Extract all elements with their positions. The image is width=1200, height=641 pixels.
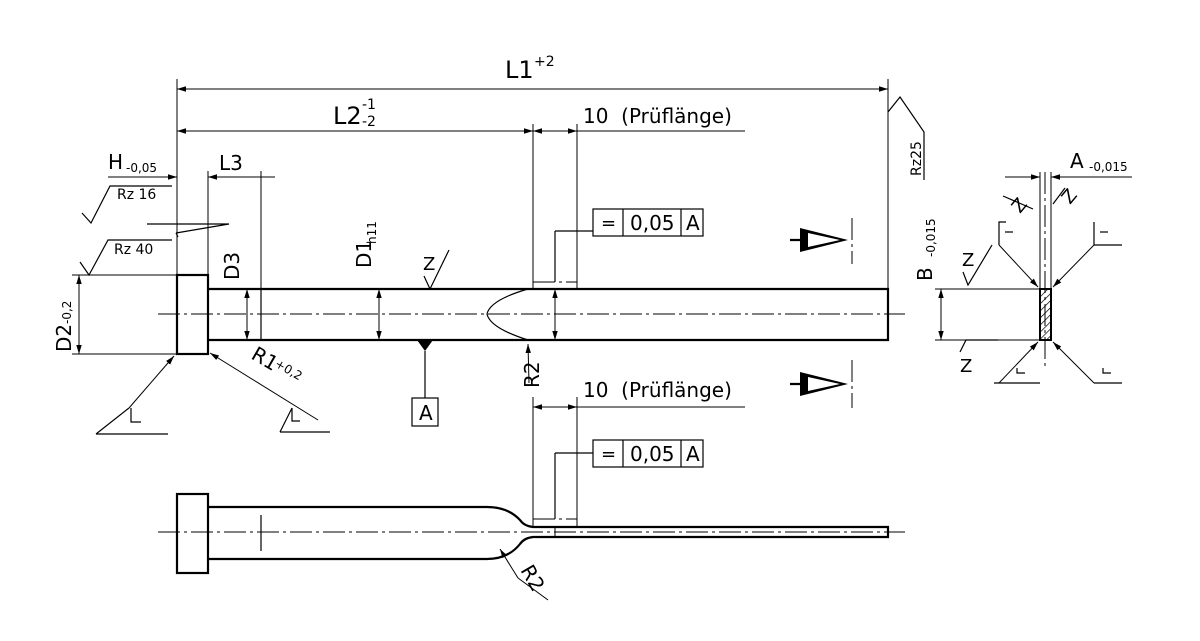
- rz25-label: Rz25: [909, 141, 925, 176]
- tol-top-value: 0,05: [630, 211, 675, 235]
- r1-tolerance: +0,2: [273, 356, 305, 383]
- l1-tolerance: +2: [534, 54, 555, 70]
- l2-tol-lower: -2: [362, 114, 376, 130]
- datum-a: A: [411, 340, 439, 427]
- dim-r1: R1 +0,2: [209, 342, 330, 433]
- tolerance-frame-top: = 0,05 A: [592, 208, 704, 237]
- tol-top-symbol: =: [601, 213, 616, 234]
- test-marker-bottom: [533, 452, 593, 537]
- a-label: A: [1070, 149, 1084, 173]
- dim-d1: D1 h11: [352, 221, 382, 340]
- surface-z-shank: Z: [423, 249, 450, 291]
- pin2-shank: [208, 505, 890, 561]
- z-shank-label: Z: [423, 254, 435, 275]
- d2-tolerance: -0,2: [60, 301, 74, 324]
- a-tolerance: -0,015: [1089, 160, 1128, 174]
- rz16-label: Rz 16: [117, 187, 156, 203]
- d2-label: D2: [52, 324, 76, 352]
- section-view: A -0,015 B -0,015 Z Z Z Z: [913, 149, 1132, 384]
- b-label: B: [913, 267, 937, 281]
- d3-label: D3: [220, 252, 244, 280]
- z-sec-4: Z: [960, 356, 972, 377]
- surface-rz16: Rz 16: [81, 185, 230, 238]
- surface-rz25: Rz25: [887, 95, 925, 180]
- datum-a-label: A: [419, 401, 433, 425]
- test-length-top-label: 10 (Prüflänge): [583, 104, 732, 128]
- tol-top-datum: A: [686, 211, 700, 235]
- z-sec-1: Z: [1008, 194, 1032, 217]
- dim-test-length-bottom: 10 (Prüflänge): [532, 378, 745, 527]
- surface-head-bottom: [95, 355, 175, 435]
- tolerance-frame-bottom: = 0,05 A: [592, 439, 704, 468]
- l3-label: L3: [219, 151, 243, 175]
- h-label: H: [108, 150, 123, 174]
- pin-top-view: [158, 273, 905, 356]
- test-length-bottom-label: 10 (Prüflänge): [583, 378, 732, 402]
- dim-test-length-top: 10 (Prüflänge): [533, 104, 745, 289]
- dim-r2-bottom: R2: [499, 548, 550, 601]
- tol-bottom-value: 0,05: [630, 442, 675, 466]
- z-sec-2: Z: [1058, 185, 1082, 208]
- r2-top-label: R2: [520, 361, 544, 388]
- dim-l3: L3: [208, 151, 262, 289]
- tol-bottom-symbol: =: [601, 444, 616, 465]
- d1-label: D1: [352, 240, 376, 268]
- view-arrow-bottom: [790, 360, 853, 408]
- surface-rz40: Rz 40: [79, 239, 172, 277]
- h-tolerance: -0,05: [126, 161, 157, 175]
- pin2-head: [175, 492, 210, 575]
- dim-l2: L2 -1 -2: [177, 97, 534, 289]
- pin-bottom-view: [158, 492, 905, 575]
- dim-r2-top: R2: [520, 343, 544, 388]
- dim-d2: D2 -0,2: [52, 274, 177, 355]
- dim-d3: D3: [220, 252, 250, 340]
- tol-bottom-datum: A: [686, 442, 700, 466]
- r2-bottom-label: R2: [516, 561, 550, 596]
- view-arrow-top: [790, 218, 853, 264]
- l1-label: L1: [505, 56, 534, 84]
- l2-label: L2: [333, 102, 362, 130]
- l2-tol-upper: -1: [362, 97, 376, 113]
- d1-tolerance: h11: [365, 221, 379, 244]
- dim-h: H -0,05: [108, 150, 275, 275]
- shank-transition: [486, 288, 529, 341]
- b-tolerance: -0,015: [924, 218, 938, 257]
- test-marker-top: [533, 230, 593, 340]
- z-sec-3: Z: [962, 250, 974, 271]
- rz40-label: Rz 40: [114, 242, 153, 258]
